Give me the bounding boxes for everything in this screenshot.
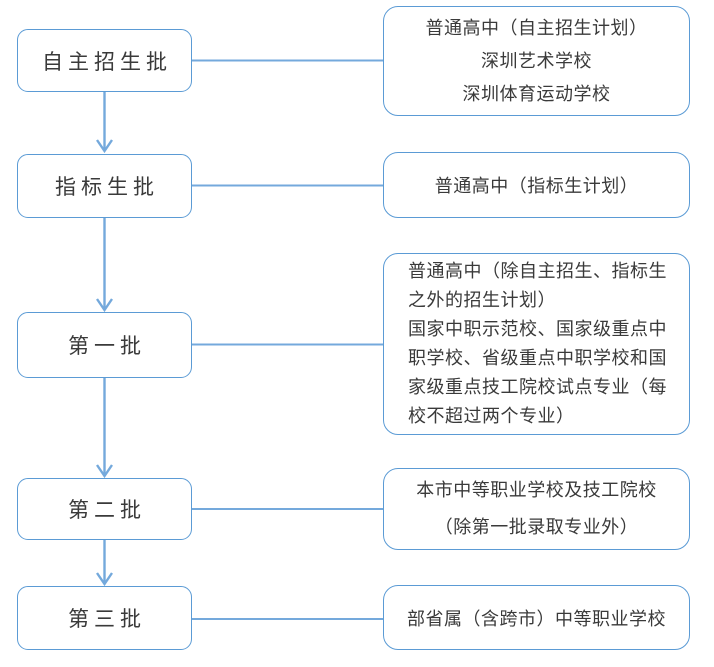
batch-node-second: 第二批 [17, 478, 192, 540]
detail-node-third-text: 部省属（含跨市）中等职业学校 [407, 608, 666, 629]
detail-node-quota: 普通高中（指标生计划） [383, 152, 690, 218]
arrow-down-batch1-batch2 [96, 92, 113, 154]
detail-node-quota-text: 普通高中（指标生计划） [434, 176, 639, 196]
detail-node-second: 本市中等职业学校及技工院校 （除第一批录取专业外） [383, 468, 690, 550]
arrow-down-batch2-batch3 [96, 218, 113, 313]
detail-node-first: 普通高中（除自主招生、指标生 之外的招生计划） 国家中职示范校、国家级重点中 职… [383, 253, 690, 435]
batch-node-third: 第三批 [17, 586, 192, 650]
batch-node-second-label: 第二批 [68, 498, 146, 522]
batch-node-independent: 自主招生批 [17, 29, 192, 92]
detail-node-first-text: 普通高中（除自主招生、指标生 之外的招生计划） 国家中职示范校、国家级重点中 职… [408, 261, 667, 426]
batch-node-quota: 指标生批 [17, 154, 192, 218]
batch-node-first: 第一批 [17, 312, 192, 378]
detail-node-third: 部省属（含跨市）中等职业学校 [383, 585, 690, 650]
batch-node-first-label: 第一批 [68, 334, 146, 358]
batch-node-independent-label: 自主招生批 [42, 49, 172, 74]
detail-node-second-text: 本市中等职业学校及技工院校 （除第一批录取专业外） [416, 480, 657, 537]
batch-node-quota-label: 指标生批 [55, 175, 159, 199]
batch-node-third-label: 第三批 [68, 607, 146, 631]
detail-node-independent-text: 普通高中（自主招生计划） 深圳艺术学校 深圳体育运动学校 [425, 17, 648, 104]
arrow-down-batch4-batch5 [96, 540, 113, 587]
arrow-down-batch3-batch4 [96, 378, 113, 479]
detail-node-independent: 普通高中（自主招生计划） 深圳艺术学校 深圳体育运动学校 [383, 6, 690, 116]
